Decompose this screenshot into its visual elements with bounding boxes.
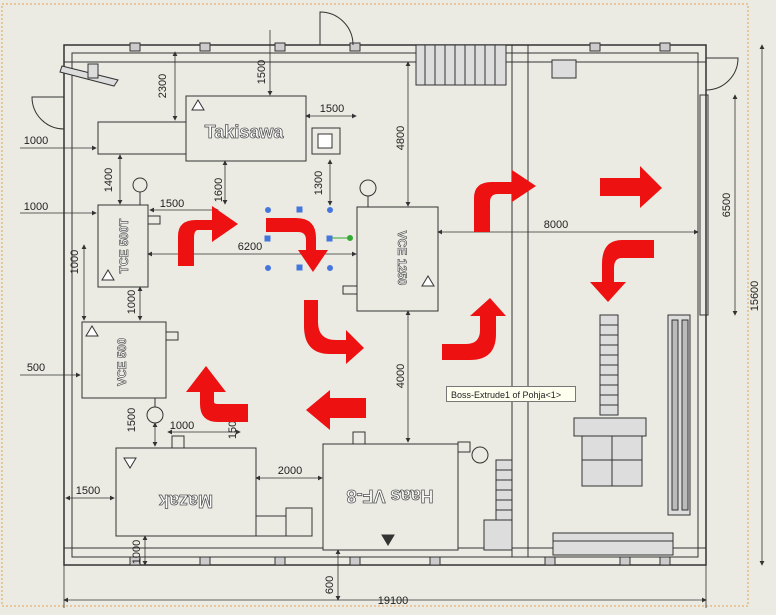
- flow-arrow-2: [266, 218, 328, 272]
- dim-8000: 8000: [544, 219, 568, 231]
- dim-1600: 1600: [213, 178, 225, 202]
- dim-1000-a: 1000: [24, 135, 48, 147]
- dim-2000: 2000: [278, 465, 302, 477]
- flow-arrow-3: [304, 300, 364, 364]
- machine-vce500[interactable]: VCE 500: [81, 321, 179, 424]
- dim-4800: 4800: [395, 126, 407, 150]
- dim-500: 500: [27, 362, 45, 374]
- vce500-label: VCE 500: [115, 338, 129, 386]
- dim-1300: 1300: [313, 171, 325, 195]
- machine-mazak[interactable]: Mazak: [115, 435, 313, 537]
- dim-1500-vce: 1500: [126, 408, 138, 432]
- machine-takisawa[interactable]: Takisawa: [97, 95, 341, 162]
- dim-1000-c: 1000: [69, 250, 81, 274]
- right-equipment: [573, 314, 691, 516]
- flow-arrow-8: [306, 390, 366, 430]
- dim-2300: 2300: [157, 74, 169, 98]
- dim-1500-takisawa: 1500: [320, 103, 344, 115]
- feature-tooltip: Boss-Extrude1 of Pohja<1>: [446, 386, 576, 402]
- flow-arrow-5: [474, 170, 536, 232]
- haas-label: Haas VF-8: [346, 486, 433, 506]
- dim-1000-f: 1000: [131, 540, 143, 564]
- machine-vce1250[interactable]: VCE 1250: [342, 179, 439, 312]
- vce1250-label: VCE 1250: [395, 231, 409, 286]
- flow-arrow-1: [178, 206, 238, 266]
- sheet-border: [1, 3, 749, 607]
- flow-arrow-7: [590, 240, 654, 302]
- flow-arrows: [178, 166, 662, 430]
- flow-arrow-9: [186, 366, 248, 422]
- dim-1400: 1400: [103, 168, 115, 192]
- machine-tce500t[interactable]: TCE 500T: [97, 177, 161, 288]
- dim-6200: 6200: [238, 241, 262, 253]
- dim-19100: 19100: [378, 595, 409, 607]
- flow-arrow-4: [442, 298, 506, 360]
- dim-150: 150: [227, 421, 239, 439]
- dim-6500: 6500: [721, 193, 733, 217]
- wall-posts: [129, 42, 671, 566]
- dim-600: 600: [324, 576, 336, 594]
- top-left-tool: [59, 63, 119, 87]
- chip-conveyor: [483, 459, 674, 556]
- takisawa-label: Takisawa: [205, 122, 285, 142]
- dim-1500-tce: 1500: [160, 198, 184, 210]
- dim-1500-top: 1500: [256, 60, 268, 84]
- selection-handles[interactable]: [264, 206, 353, 271]
- top-rack: [415, 44, 577, 86]
- dim-1000-b: 1000: [24, 201, 48, 213]
- dim-1500-mazak: 1500: [76, 485, 100, 497]
- dim-15600: 15600: [749, 281, 761, 312]
- tce500t-label: TCE 500T: [117, 218, 131, 273]
- machine-haas[interactable]: Haas VF-8: [322, 431, 489, 551]
- flow-arrow-6: [600, 166, 662, 208]
- mazak-label: Mazak: [158, 491, 213, 511]
- dim-1000-e: 1000: [170, 420, 194, 432]
- doors: [31, 11, 739, 130]
- dim-4000: 4000: [395, 364, 407, 388]
- dim-1000-d: 1000: [126, 290, 138, 314]
